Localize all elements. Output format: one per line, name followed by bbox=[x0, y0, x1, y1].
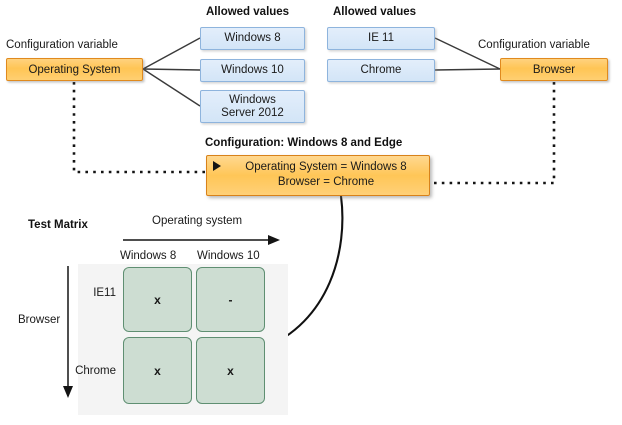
allowed-value-ie-11[interactable]: IE 11 bbox=[327, 27, 435, 50]
os-variable-caption: Configuration variable bbox=[6, 39, 118, 51]
test-matrix-title: Test Matrix bbox=[28, 219, 88, 231]
matrix-row-header-chrome: Chrome bbox=[75, 365, 116, 377]
matrix-cell-chrome-windows10[interactable]: x bbox=[196, 337, 265, 404]
y-axis-arrow bbox=[63, 266, 73, 398]
matrix-row-header-ie11: IE11 bbox=[93, 287, 116, 299]
connector-os-windows8 bbox=[142, 37, 201, 70]
os-allowed-values-caption: Allowed values bbox=[206, 6, 290, 18]
configuration-line-operating-system: Operating System = Windows 8 bbox=[245, 161, 407, 173]
config-variable-operating-system[interactable]: Operating System bbox=[6, 58, 143, 81]
allowed-value-chrome[interactable]: Chrome bbox=[327, 59, 435, 82]
config-variable-browser[interactable]: Browser bbox=[500, 58, 608, 81]
matrix-cell-ie11-windows8[interactable]: x bbox=[123, 267, 192, 332]
x-axis-arrow bbox=[123, 235, 280, 245]
browser-variable-caption: Configuration variable bbox=[478, 39, 590, 51]
allowed-value-windows-10[interactable]: Windows 10 bbox=[200, 59, 305, 82]
os-fan-connectors bbox=[142, 37, 201, 107]
configuration-line-browser: Browser = Chrome bbox=[277, 176, 375, 188]
connector-chrome-browser bbox=[434, 68, 501, 71]
dotted-connector-os-to-config bbox=[72, 82, 206, 174]
allowed-value-windows-server-2012[interactable]: Windows Server 2012 bbox=[200, 90, 305, 123]
connector-os-windows10 bbox=[142, 68, 201, 71]
matrix-column-header-windows-8: Windows 8 bbox=[120, 250, 177, 262]
configuration-box[interactable]: Operating System = Windows 8 Browser = C… bbox=[206, 155, 430, 196]
matrix-cell-ie11-windows10[interactable]: - bbox=[196, 267, 265, 332]
right-triangle-icon bbox=[213, 161, 221, 171]
connector-os-windowsserver2012 bbox=[142, 68, 201, 107]
configuration-title: Configuration: Windows 8 and Edge bbox=[205, 137, 403, 149]
browser-allowed-values-caption: Allowed values bbox=[333, 6, 417, 18]
allowed-value-windows-8[interactable]: Windows 8 bbox=[200, 27, 305, 50]
matrix-column-header-windows-10: Windows 10 bbox=[197, 250, 260, 262]
matrix-x-axis-label: Operating system bbox=[152, 215, 243, 227]
matrix-cell-chrome-windows8[interactable]: x bbox=[123, 337, 192, 404]
matrix-y-axis-label: Browser bbox=[18, 314, 61, 326]
